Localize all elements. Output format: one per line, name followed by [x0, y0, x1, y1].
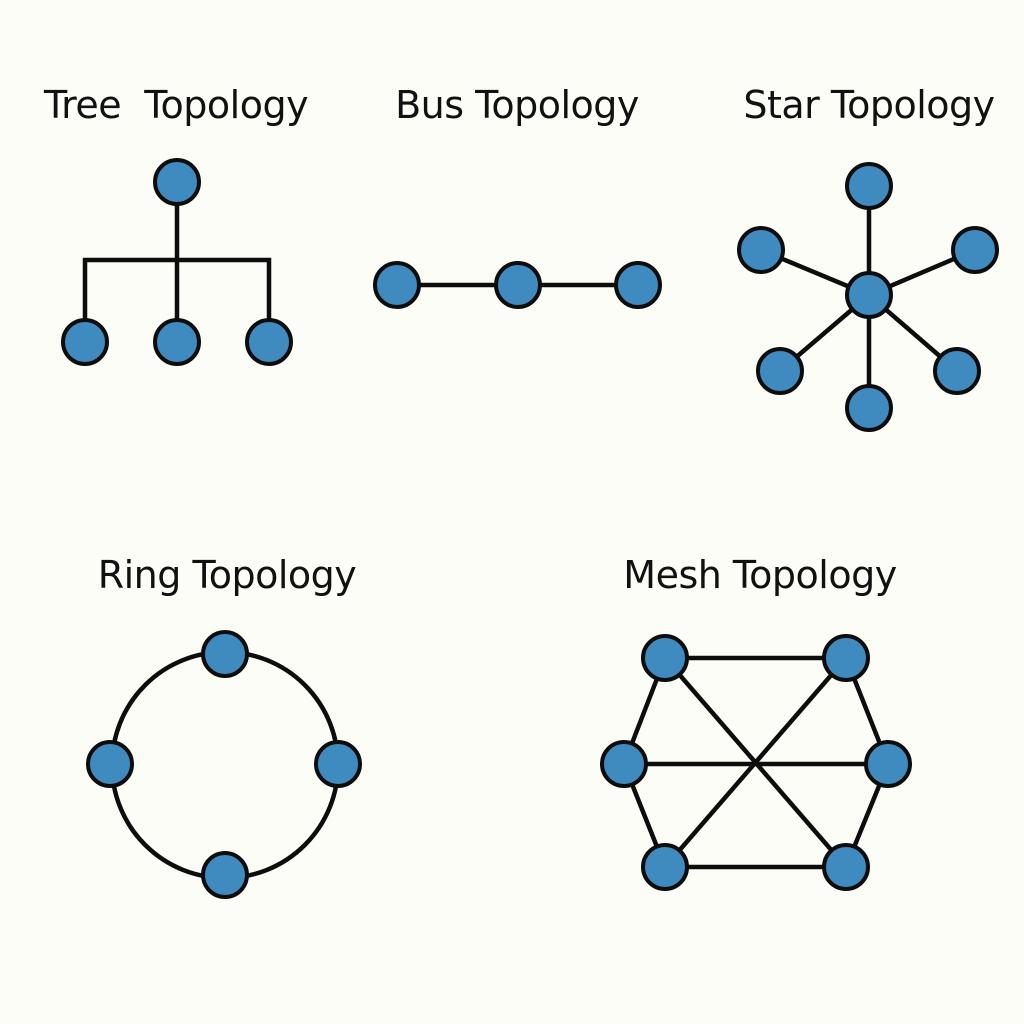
mesh-node-right [864, 740, 912, 788]
tree-node-root [153, 158, 201, 206]
mesh-node-bottom-left [641, 843, 689, 891]
tree-node-right [245, 318, 293, 366]
star-node-bottom [845, 384, 893, 432]
ring-node-left [86, 740, 134, 788]
mesh-nodes [600, 634, 912, 891]
mesh-node-bottom-right [822, 843, 870, 891]
star-node-hub [845, 271, 893, 319]
mesh-topology: Mesh Topology [600, 553, 912, 891]
tree-node-left [61, 318, 109, 366]
tree-edges [82, 179, 272, 345]
tree-topology: Tree Topology [43, 83, 309, 366]
mesh-node-left [600, 740, 648, 788]
bus-topology-title: Bus Topology [395, 83, 639, 127]
mesh-node-top-left [641, 634, 689, 682]
tree-node-middle [153, 318, 201, 366]
bus-topology: Bus Topology [373, 83, 662, 309]
tree-nodes [61, 158, 293, 366]
star-nodes [737, 162, 999, 432]
star-node-upper-right [951, 226, 999, 274]
ring-node-bottom [201, 851, 249, 899]
ring-topology: Ring Topology [86, 553, 362, 899]
tree-topology-title: Tree Topology [43, 83, 308, 127]
star-topology: Star Topology [737, 83, 999, 432]
ring-node-right [314, 740, 362, 788]
tree-edge-branch-bar [82, 257, 272, 345]
star-node-lower-right [933, 347, 981, 395]
mesh-node-top-right [822, 634, 870, 682]
mesh-edge-diagonal-up [662, 655, 849, 870]
star-node-lower-left [756, 347, 804, 395]
ring-topology-title: Ring Topology [98, 553, 357, 597]
bus-node-left [373, 261, 421, 309]
ring-nodes [86, 630, 362, 899]
star-topology-title: Star Topology [743, 83, 994, 127]
star-node-top [845, 162, 893, 210]
ring-node-top [201, 630, 249, 678]
bus-nodes [373, 261, 662, 309]
mesh-topology-title: Mesh Topology [623, 553, 896, 597]
bus-node-right [614, 261, 662, 309]
bus-node-middle [494, 261, 542, 309]
star-node-upper-left [737, 226, 785, 274]
